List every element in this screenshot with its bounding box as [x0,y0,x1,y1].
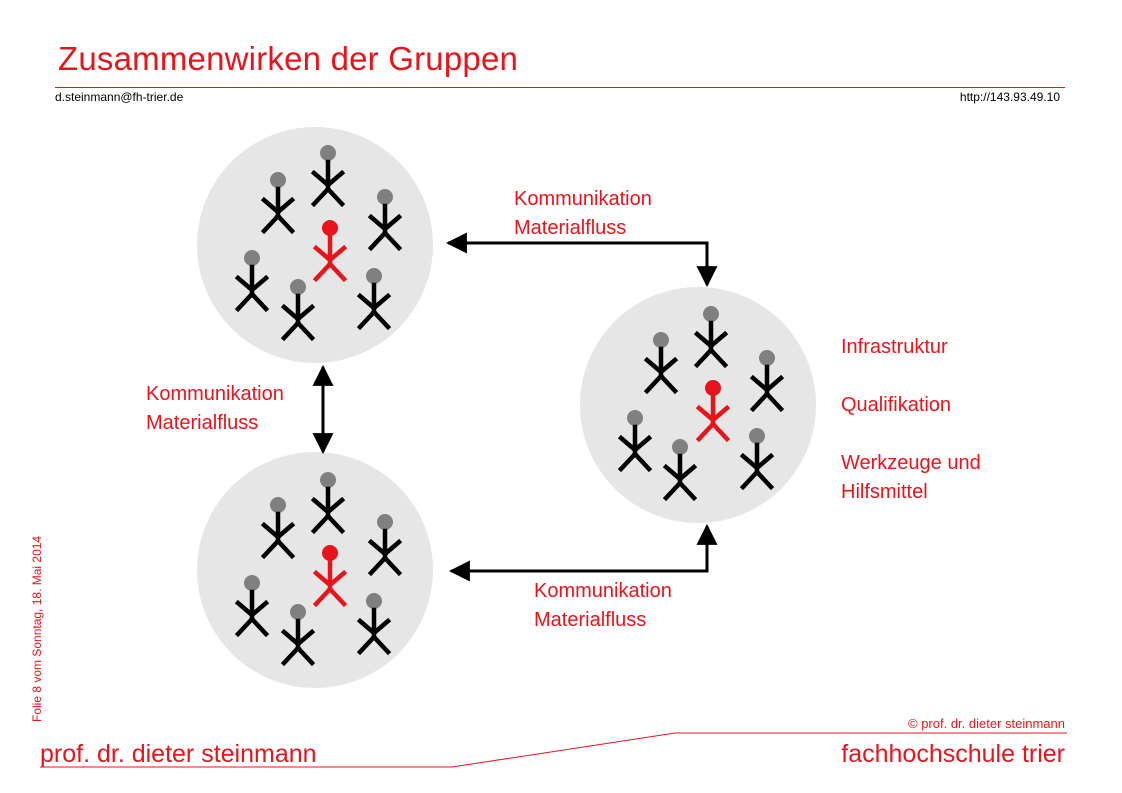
flow-label-line: Materialfluss [146,412,259,434]
leader-person-icon [312,545,348,608]
person-icon [367,514,403,577]
leader-person-icon [695,380,731,443]
copyright: © prof. dr. dieter steinmann [908,716,1065,731]
footer-rule [40,732,1067,768]
resource-qualification: Qualifikation [841,394,952,416]
slide-info: Folie 8 vom Sonntag, 18. Mai 2014 [30,535,44,722]
connector-right-to-bottom [448,523,718,582]
resource-infrastructure: Infrastruktur [841,336,948,358]
flow-label-line: Kommunikation [146,383,284,405]
footer-author: prof. dr. dieter steinmann [40,740,317,768]
person-icon [234,575,270,638]
flow-label-left: Kommunikation Materialfluss [146,380,284,438]
person-icon [693,306,729,369]
person-icon [662,439,698,502]
people-group-bottom [234,472,403,667]
person-icon [310,472,346,535]
person-icon [280,279,316,342]
people-group-top [234,145,403,342]
flow-label-top-right: Kommunikation Materialfluss [514,185,652,243]
person-icon [643,332,679,395]
person-icon [310,145,346,208]
person-icon [617,410,653,473]
person-icon [280,604,316,667]
slide-title: Zusammenwirken der Gruppen [58,40,519,77]
person-icon [367,189,403,252]
flow-label-line: Materialfluss [534,609,647,631]
person-icon [739,428,775,491]
flow-label-line: Kommunikation [534,580,672,602]
footer-institution: fachhochschule trier [841,740,1065,768]
author-email: d.steinmann@fh-trier.de [55,90,184,104]
title-divider [55,87,1065,88]
person-icon [260,497,296,560]
person-icon [749,350,785,413]
flow-label-line: Materialfluss [514,217,627,239]
person-icon [356,593,392,656]
person-icon [356,268,392,331]
people-group-right [617,306,785,502]
person-icon [234,250,270,313]
person-icon [260,172,296,235]
author-url: http://143.93.49.10 [959,90,1060,104]
resource-tools: Werkzeuge und [841,452,981,474]
connector-top-to-right [445,232,718,288]
flow-label-line: Kommunikation [514,188,652,210]
resources-list: Infrastruktur Qualifikation Werkzeuge un… [841,333,981,507]
group-circle-right [580,287,816,523]
resource-tools-cont: Hilfsmittel [841,481,928,503]
leader-person-icon [312,220,348,283]
flow-label-bottom: Kommunikation Materialfluss [534,577,672,635]
